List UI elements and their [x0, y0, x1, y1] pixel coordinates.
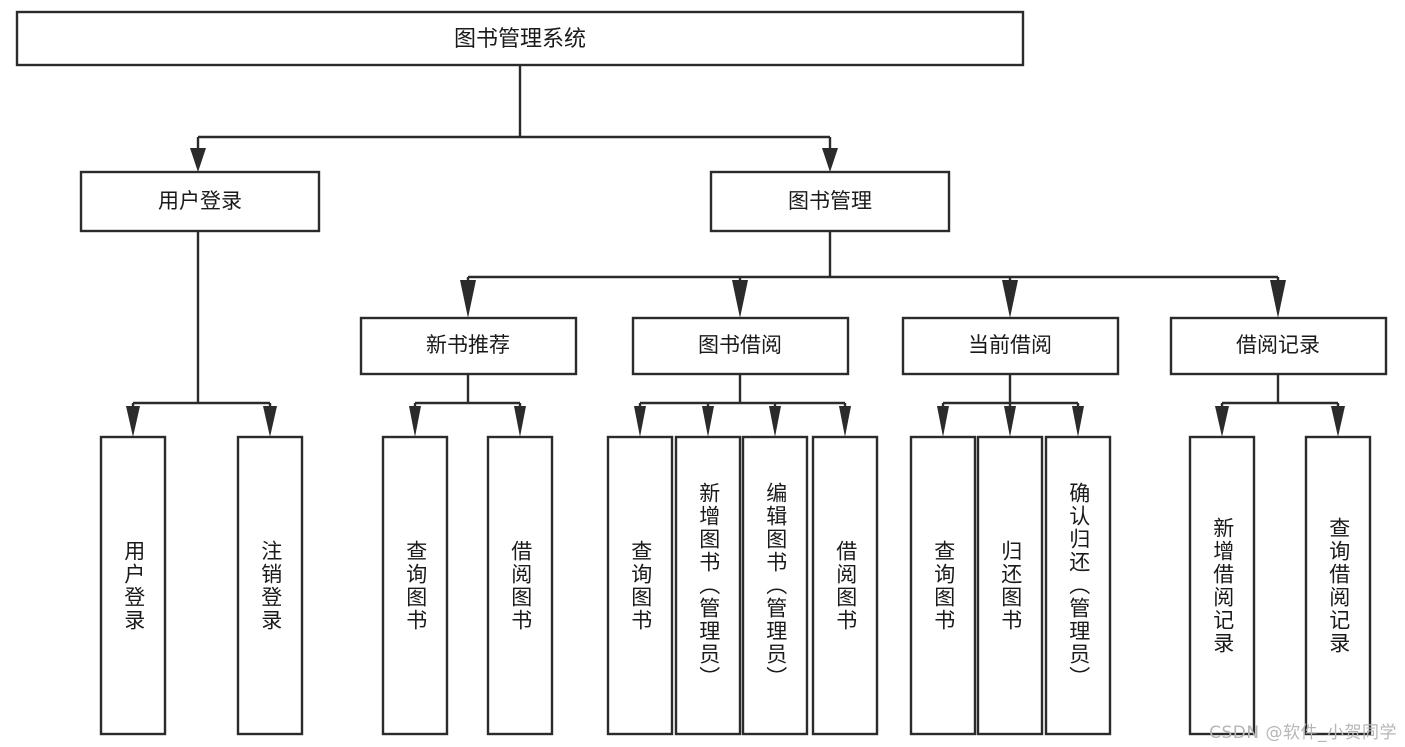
arrow-book-mgmt-to-current: [1002, 280, 1018, 318]
arrow-borrow-leaf-3: [769, 406, 781, 437]
node-borrow-records[interactable]: 借阅记录: [1169, 316, 1388, 376]
arrow-records-leaf-1: [1215, 406, 1229, 437]
leaf-box-new-book-1[interactable]: [381, 435, 449, 736]
node-new-book-rec-box[interactable]: [359, 316, 578, 376]
leaf-box-borrow-2[interactable]: [674, 435, 742, 736]
node-root[interactable]: 图书管理系统: [15, 10, 1025, 67]
arrow-records-leaf-2: [1331, 406, 1345, 437]
arrow-book-mgmt-to-borrow: [732, 280, 748, 318]
arrow-book-mgmt-to-records: [1270, 280, 1286, 318]
leaf-box-current-1[interactable]: [909, 435, 977, 736]
leaf-box-current-3[interactable]: [1044, 435, 1112, 736]
connector-group-borrow: [634, 374, 851, 437]
arrow-root-to-book-mgmt: [822, 148, 838, 172]
leaf-box-current-2[interactable]: [976, 435, 1044, 736]
arrow-new-book-leaf-1: [409, 406, 421, 437]
arrow-new-book-leaf-2: [514, 406, 526, 437]
node-book-mgmt-label: 图书管理: [788, 189, 872, 213]
leaf-box-user-login-1[interactable]: [99, 435, 167, 736]
connector-group-new-book: [409, 374, 526, 437]
node-user-login-box[interactable]: [79, 170, 321, 233]
connector-group-current: [937, 374, 1084, 437]
arrow-user-login-leaf-1: [126, 406, 140, 437]
arrow-borrow-leaf-4: [839, 406, 851, 437]
leaf-box-records-2[interactable]: [1304, 435, 1372, 736]
arrow-borrow-leaf-2: [702, 406, 714, 437]
watermark-text: CSDN @软件_小贺同学: [1209, 723, 1397, 743]
node-root-label: 图书管理系统: [454, 27, 586, 52]
node-book-borrow-box[interactable]: [631, 316, 850, 376]
leaf-box-user-login-2[interactable]: [236, 435, 304, 736]
node-current-borrow-label: 当前借阅: [968, 333, 1052, 357]
arrow-root-to-user-login: [190, 148, 206, 172]
node-new-book-rec-label: 新书推荐: [426, 333, 510, 357]
connector-group-user-login: [126, 231, 277, 437]
node-user-login-label: 用户登录: [158, 189, 242, 213]
node-borrow-records-box[interactable]: [1169, 316, 1388, 376]
connector-group-book-mgmt: [460, 231, 1286, 318]
leaf-box-borrow-4[interactable]: [811, 435, 879, 736]
node-root-box[interactable]: [15, 10, 1025, 67]
arrow-borrow-leaf-1: [634, 406, 646, 437]
arrow-user-login-leaf-2: [263, 406, 277, 437]
arrow-book-mgmt-to-new-book: [460, 280, 476, 318]
node-current-borrow-box[interactable]: [901, 316, 1120, 376]
node-user-login[interactable]: 用户登录: [79, 170, 321, 233]
node-book-mgmt-box[interactable]: [709, 170, 951, 233]
leaf-box-borrow-3[interactable]: [741, 435, 809, 736]
node-book-borrow-label: 图书借阅: [698, 333, 782, 357]
node-book-mgmt[interactable]: 图书管理: [709, 170, 951, 233]
leaf-box-new-book-2[interactable]: [486, 435, 554, 736]
connector-group-root: [190, 65, 838, 172]
leaf-box-borrow-1[interactable]: [606, 435, 674, 736]
node-new-book-rec[interactable]: 新书推荐: [359, 316, 578, 376]
node-borrow-records-label: 借阅记录: [1236, 333, 1320, 357]
arrow-current-leaf-3: [1072, 406, 1084, 437]
node-book-borrow[interactable]: 图书借阅: [631, 316, 850, 376]
node-current-borrow[interactable]: 当前借阅: [901, 316, 1120, 376]
connector-group-records: [1215, 374, 1345, 437]
arrow-current-leaf-1: [937, 406, 949, 437]
arrow-current-leaf-2: [1004, 406, 1016, 437]
leaf-box-records-1[interactable]: [1188, 435, 1256, 736]
